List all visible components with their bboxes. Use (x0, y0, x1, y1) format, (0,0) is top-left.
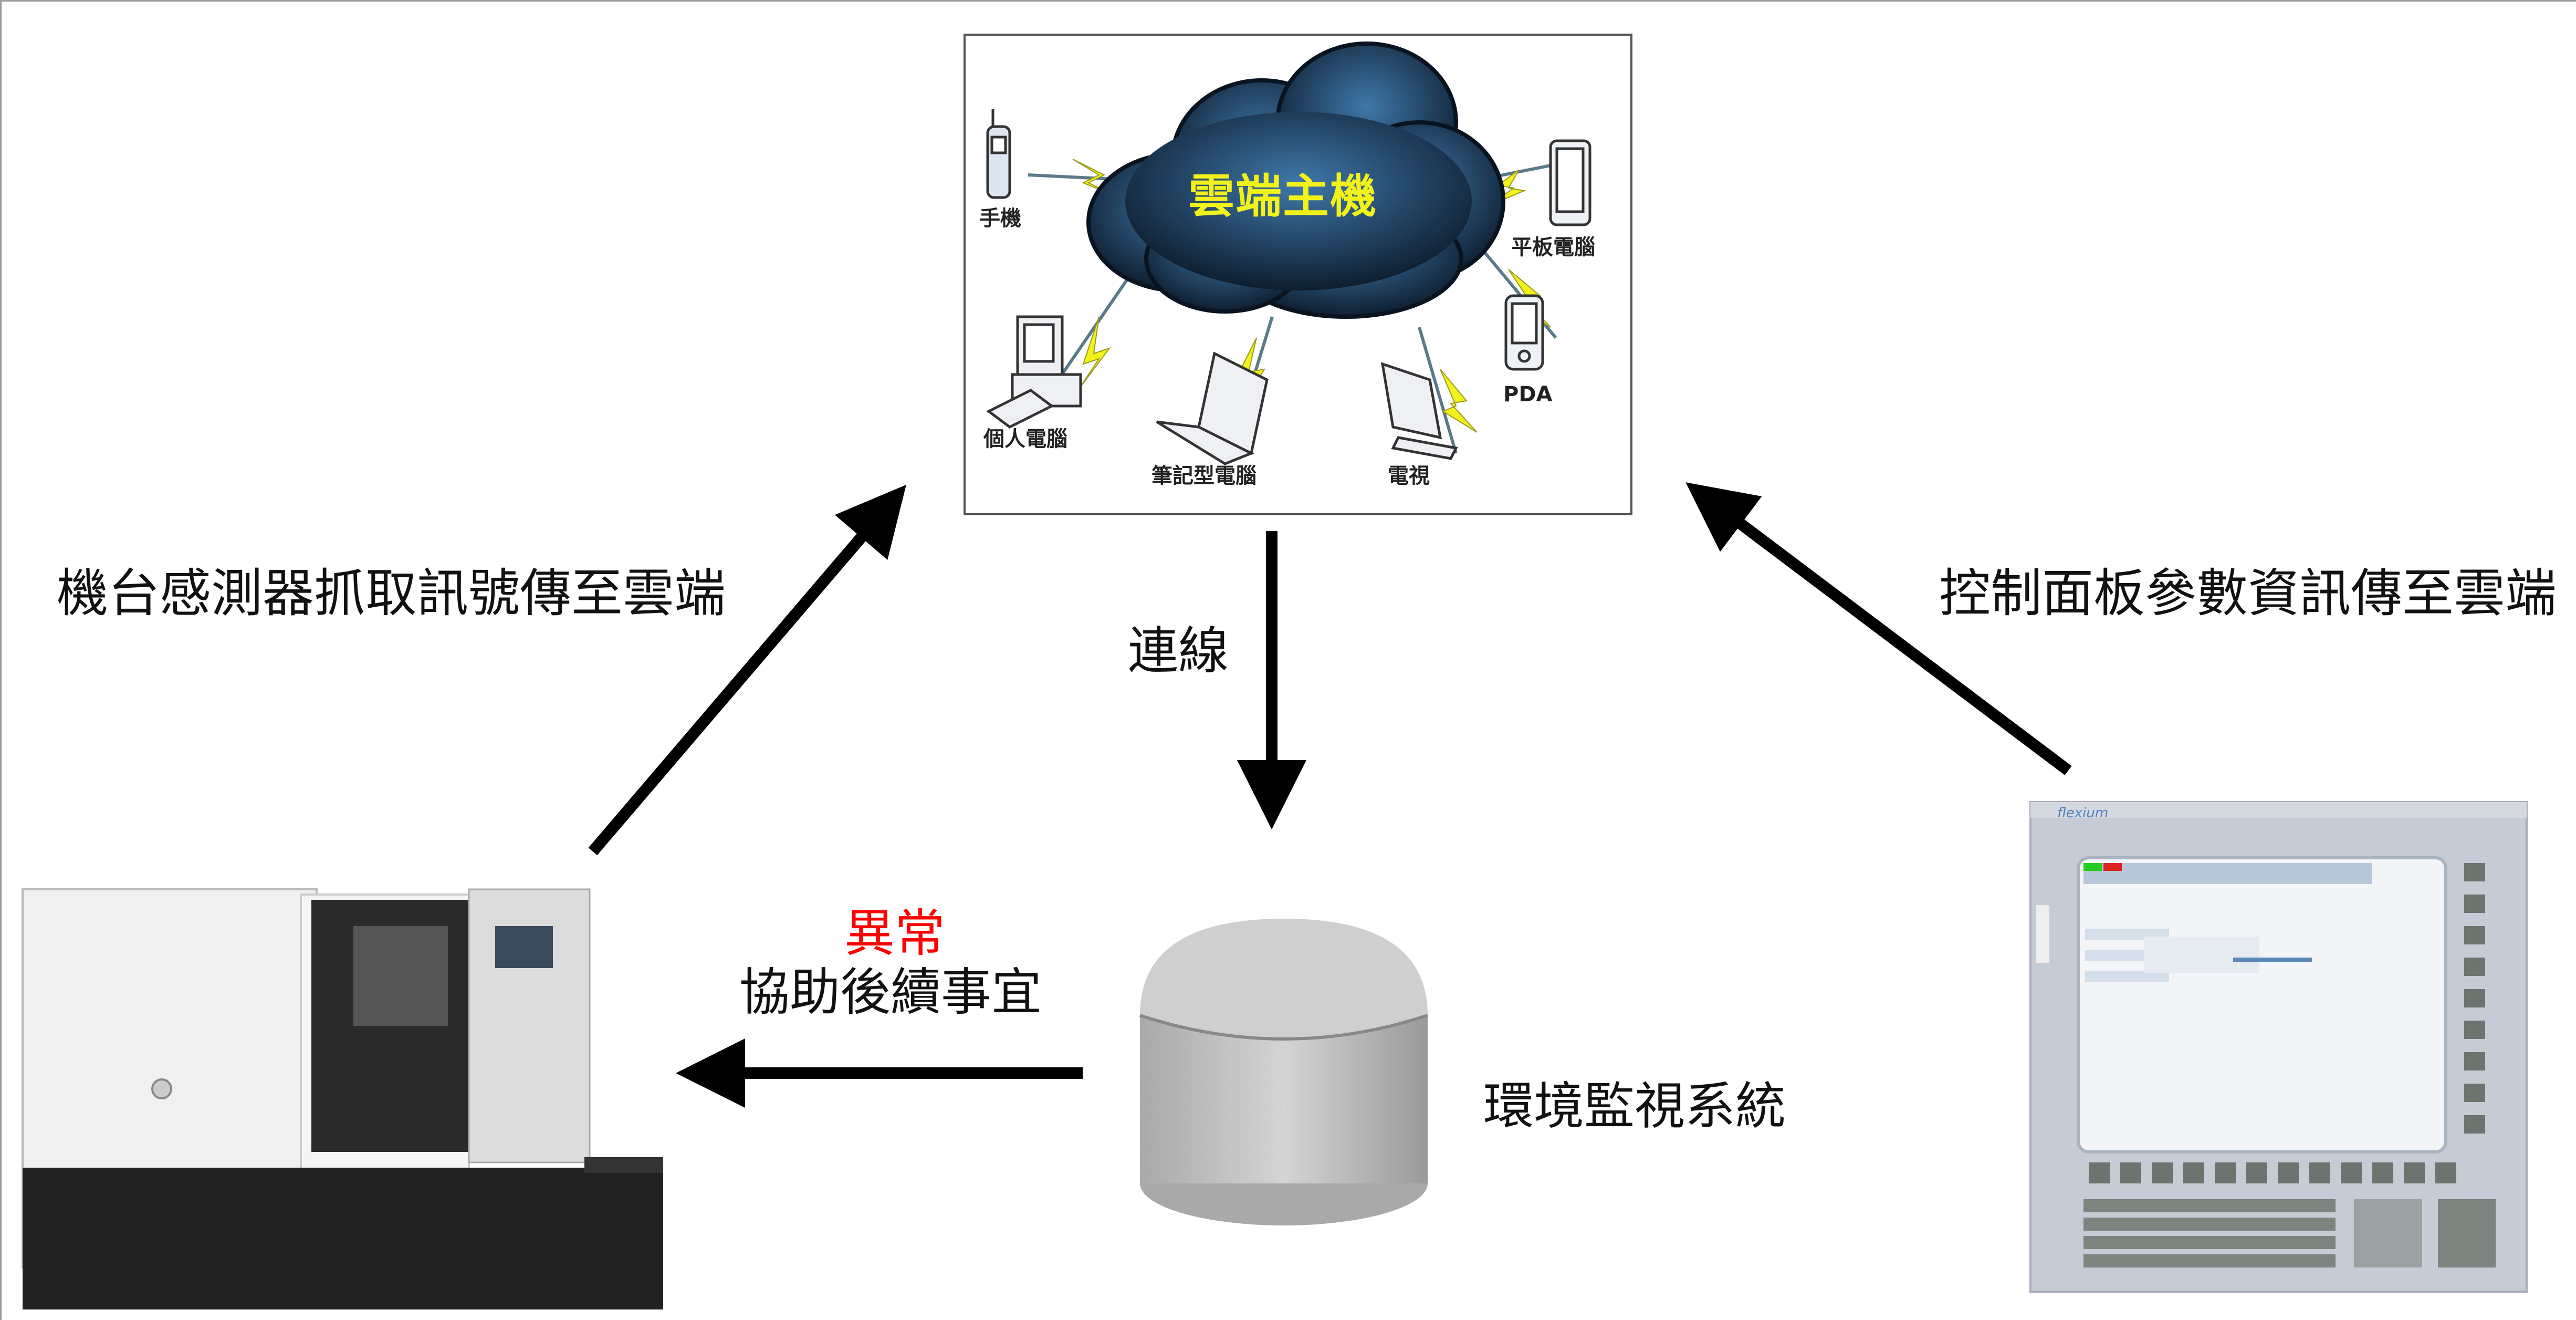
arrow-machine-to-cloud (588, 484, 906, 856)
control-panel-image (2029, 801, 2528, 1293)
assist-label: 協助後續事宜 (739, 963, 1042, 1022)
device-label-tv: 電視 (1388, 464, 1430, 488)
tablet-icon (1549, 139, 1591, 226)
device-label-pda: PDA (1503, 382, 1553, 407)
device-label-laptop: 筆記型電腦 (1151, 464, 1256, 488)
monitor-system-cylinder-icon (1139, 919, 1428, 1225)
pc-icon (986, 315, 1082, 429)
control-panel-brand: flexium (2057, 805, 2109, 821)
flow-arrows (588, 482, 2072, 1108)
phone-icon (986, 109, 1011, 199)
left-flow-label: 機台感測器抓取訊號傳至雲端 (57, 564, 726, 623)
monitor-system-label: 環境監視系統 (1483, 1077, 1786, 1136)
laptop-icon (1156, 351, 1269, 465)
device-label-phone: 手機 (979, 206, 1021, 231)
tv-icon (1380, 362, 1458, 460)
cloud-host-title: 雲端主機 (1188, 169, 1378, 223)
device-label-pc: 個人電腦 (983, 427, 1067, 451)
right-flow-label: 控制面板參數資訊傳至雲端 (1939, 564, 2557, 623)
arrow-panel-to-cloud (1685, 482, 2072, 775)
cnc-lathe-machine-image (22, 888, 663, 1309)
abnormal-label: 異常 (844, 904, 945, 963)
connection-label: 連線 (1128, 621, 1229, 680)
pda-icon (1504, 294, 1544, 371)
device-label-tablet: 平板電腦 (1511, 235, 1595, 259)
